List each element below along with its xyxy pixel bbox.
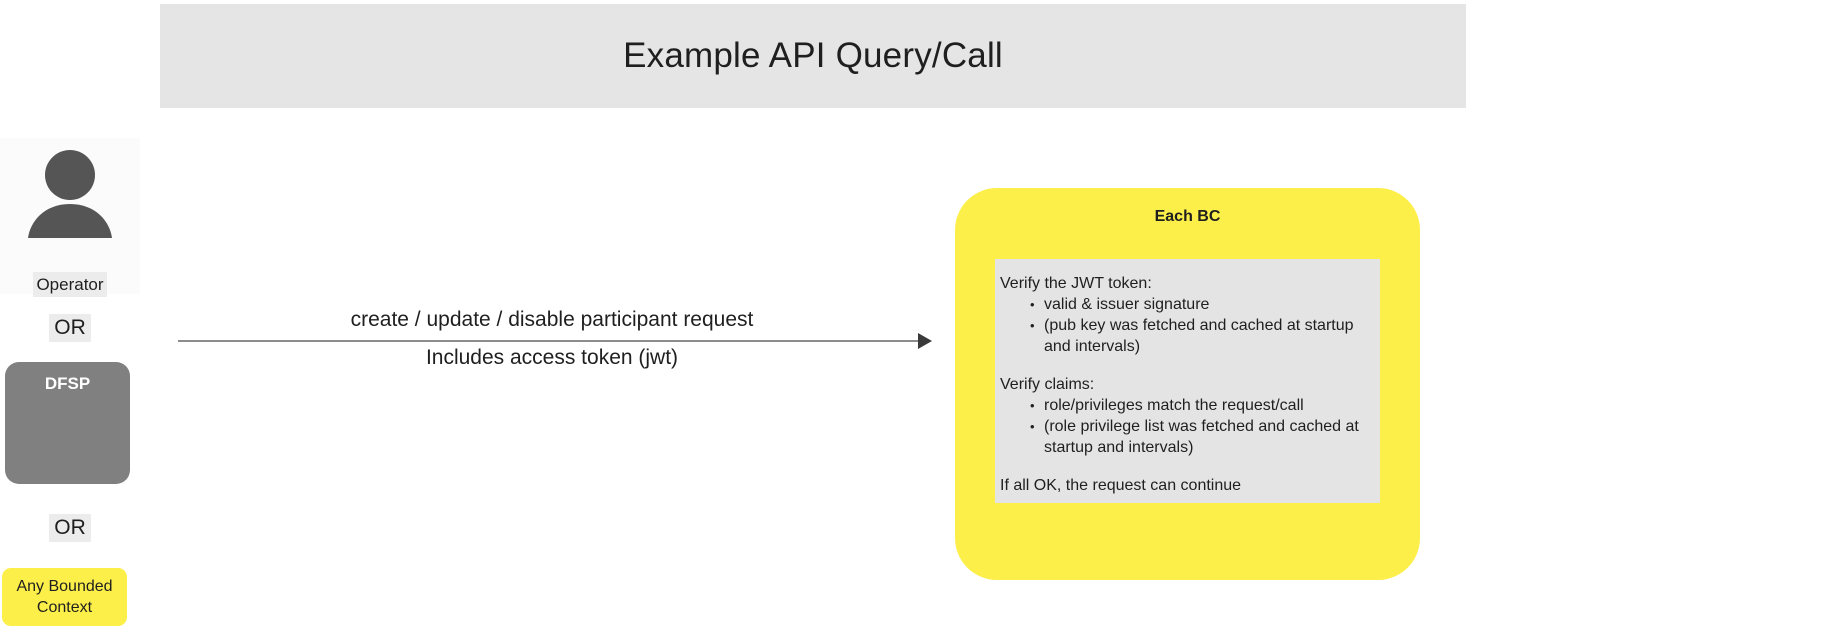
bounded-context-panel: Each BC Verify the JWT token: valid & is… (955, 188, 1420, 580)
note-section-1-list: valid & issuer signature (pub key was fe… (995, 294, 1380, 357)
or-separator-2: OR (49, 514, 91, 542)
actor-operator-label-wrap: Operator (0, 272, 140, 297)
bounded-context-title: Each BC (1154, 208, 1221, 225)
note-section-2-list: role/privileges match the request/call (… (995, 395, 1380, 458)
arrow-right-icon (918, 333, 932, 349)
person-actor-icon (28, 150, 112, 238)
note-section-2-heading: Verify claims: (1000, 376, 1095, 393)
list-item: role/privileges match the request/call (1030, 395, 1370, 416)
arrow-line (178, 340, 926, 342)
list-item: (pub key was fetched and cached at start… (1030, 315, 1370, 357)
actor-operator-label: Operator (33, 272, 107, 297)
actor-dfsp-label: DFSP (44, 374, 91, 393)
note-footer: If all OK, the request can continue (1000, 477, 1242, 494)
or-separator-2-wrap: OR (0, 514, 140, 542)
note-spacer (995, 458, 1380, 475)
note-section-1-heading: Verify the JWT token: (1000, 275, 1152, 292)
arrow-label-top: create / update / disable participant re… (350, 308, 754, 331)
page-title: Example API Query/Call (623, 36, 1003, 75)
actor-any-bounded-context-label: Any Bounded Context (16, 578, 113, 616)
list-item: (role privilege list was fetched and cac… (1030, 416, 1370, 458)
arrow-label-bottom: Includes access token (jwt) (425, 346, 679, 369)
diagram-title-bar: Example API Query/Call (160, 4, 1466, 108)
actor-any-bounded-context: Any Bounded Context (2, 568, 127, 626)
note-spacer (995, 357, 1380, 374)
list-item: valid & issuer signature (1030, 294, 1370, 315)
actor-operator (0, 138, 140, 294)
or-separator-1: OR (49, 314, 91, 342)
bounded-context-note: Verify the JWT token: valid & issuer sig… (995, 259, 1380, 503)
actor-dfsp: DFSP (5, 362, 130, 484)
or-separator-1-wrap: OR (0, 314, 140, 342)
